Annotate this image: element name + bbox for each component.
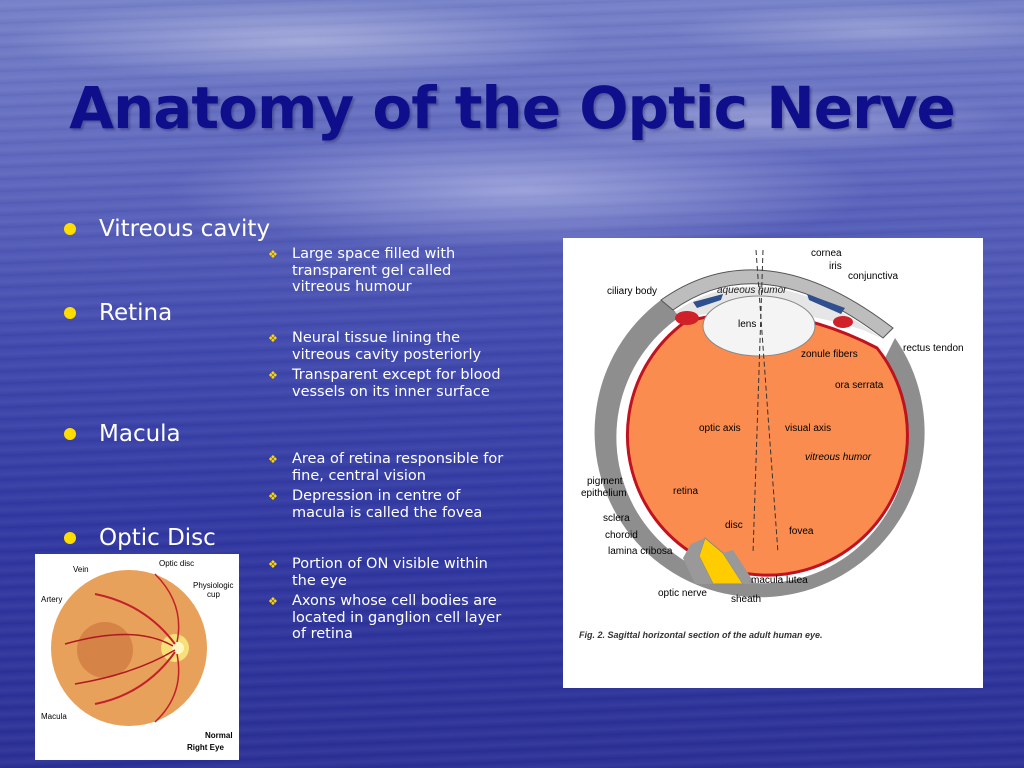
label-ora-serrata: ora serrata [835, 380, 884, 391]
fundus-svg: Vein Optic disc Physiologic cup Artery M… [41, 559, 233, 752]
lens-shape [702, 295, 816, 357]
diamond-bullet-icon: ❖ [268, 453, 278, 466]
label-optic-nerve: optic nerve [658, 588, 707, 599]
ciliary-body-right [833, 316, 853, 328]
bullet-label: Vitreous cavity [99, 216, 271, 242]
label-cup: cup [207, 590, 220, 599]
diamond-bullet-icon: ❖ [268, 369, 278, 382]
label-optic-disc: Optic disc [159, 559, 194, 568]
label-macula: Macula [41, 712, 67, 721]
label-zonule-fibers: zonule fibers [801, 349, 858, 360]
optic-nerve-sheath [683, 538, 713, 584]
bullet-label: Macula [99, 421, 181, 447]
label-macula-lutea: macula lutea [751, 575, 808, 586]
vessel [94, 593, 176, 645]
label-disc: disc [725, 520, 743, 531]
label-iris: iris [829, 261, 842, 272]
label-sclera: sclera [603, 513, 630, 524]
sub-bullet: ❖ Axons whose cell bodies are located in… [268, 593, 502, 642]
bullet-dot [64, 428, 76, 440]
bullet-dot [64, 532, 76, 544]
bullet-dot [64, 307, 76, 319]
label-lamina-cribosa: lamina cribosa [608, 546, 673, 557]
bullet-label: Optic Disc [99, 525, 216, 551]
diamond-bullet-icon: ❖ [268, 558, 278, 571]
label-fovea: fovea [789, 526, 814, 537]
bullet-vitreous-cavity: Vitreous cavity [64, 216, 270, 242]
vessel [154, 653, 180, 723]
label-vitreous-humor: vitreous humor [805, 452, 872, 463]
iris-right [807, 294, 845, 314]
label-cornea: cornea [811, 248, 842, 259]
label-physiologic: Physiologic [193, 581, 233, 590]
sub-bullet: ❖ Depression in centre of macula is call… [268, 488, 483, 521]
eye-diagram-svg: cornea iris conjunctiva ciliary body aqu… [579, 248, 964, 640]
bullet-macula: Macula [64, 421, 181, 447]
eye-section-diagram: cornea iris conjunctiva ciliary body aqu… [563, 238, 983, 688]
optic-axis-line [755, 249, 779, 554]
vitreous-body [626, 311, 909, 577]
label-artery: Artery [41, 595, 62, 604]
diamond-bullet-icon: ❖ [268, 490, 278, 503]
label-rectus-tendon: rectus tendon [903, 343, 964, 354]
slide-title: Anatomy of the Optic Nerve [69, 74, 956, 142]
bullet-optic-disc: Optic Disc [64, 525, 216, 551]
label-sheath: sheath [731, 594, 761, 605]
figure-caption: Fig. 2. Sagittal horizontal section of t… [579, 630, 823, 640]
bullet-retina: Retina [64, 300, 172, 326]
bullet-dot [64, 223, 76, 235]
label-pigment: pigment [587, 476, 623, 487]
diamond-bullet-icon: ❖ [268, 248, 278, 261]
physiologic-cup-shape [172, 642, 184, 654]
diamond-bullet-icon: ❖ [268, 332, 278, 345]
label-conjunctiva: conjunctiva [848, 271, 898, 282]
optic-nerve-sheath-right [723, 550, 755, 584]
label-aqueous-humor: aqueous humor [717, 285, 787, 296]
sub-bullet: ❖ Portion of ON visible within the eye [268, 556, 488, 589]
diamond-bullet-icon: ❖ [268, 595, 278, 608]
bullet-label: Retina [99, 300, 173, 326]
vessel [154, 573, 180, 643]
macula-area [77, 622, 133, 678]
label-choroid: choroid [605, 530, 638, 541]
label-retina: retina [673, 486, 698, 497]
visual-axis-line [752, 249, 764, 554]
label-ciliary-body: ciliary body [607, 286, 657, 297]
label-normal: Normal [205, 731, 233, 740]
label-visual-axis: visual axis [785, 423, 831, 434]
label-right-eye: Right Eye [187, 743, 224, 752]
sub-bullet: ❖ Large space filled with transparent ge… [268, 246, 456, 295]
sub-bullet: ❖ Transparent except for blood vessels o… [268, 367, 501, 400]
sub-bullet: ❖ Neural tissue lining the vitreous cavi… [268, 330, 482, 363]
cornea-shape [660, 269, 894, 339]
iris-left [693, 294, 723, 308]
label-vein: Vein [73, 565, 89, 574]
vessel [74, 649, 176, 685]
label-lens: lens [738, 319, 756, 330]
ciliary-body-left [675, 311, 699, 325]
label-epithelium: epithelium [581, 488, 627, 499]
vessel [94, 651, 176, 705]
vessel [64, 633, 174, 647]
label-optic-axis: optic axis [699, 423, 741, 434]
sub-bullet: ❖ Area of retina responsible for fine, c… [268, 451, 504, 484]
fundus-diagram: Vein Optic disc Physiologic cup Artery M… [35, 554, 239, 760]
